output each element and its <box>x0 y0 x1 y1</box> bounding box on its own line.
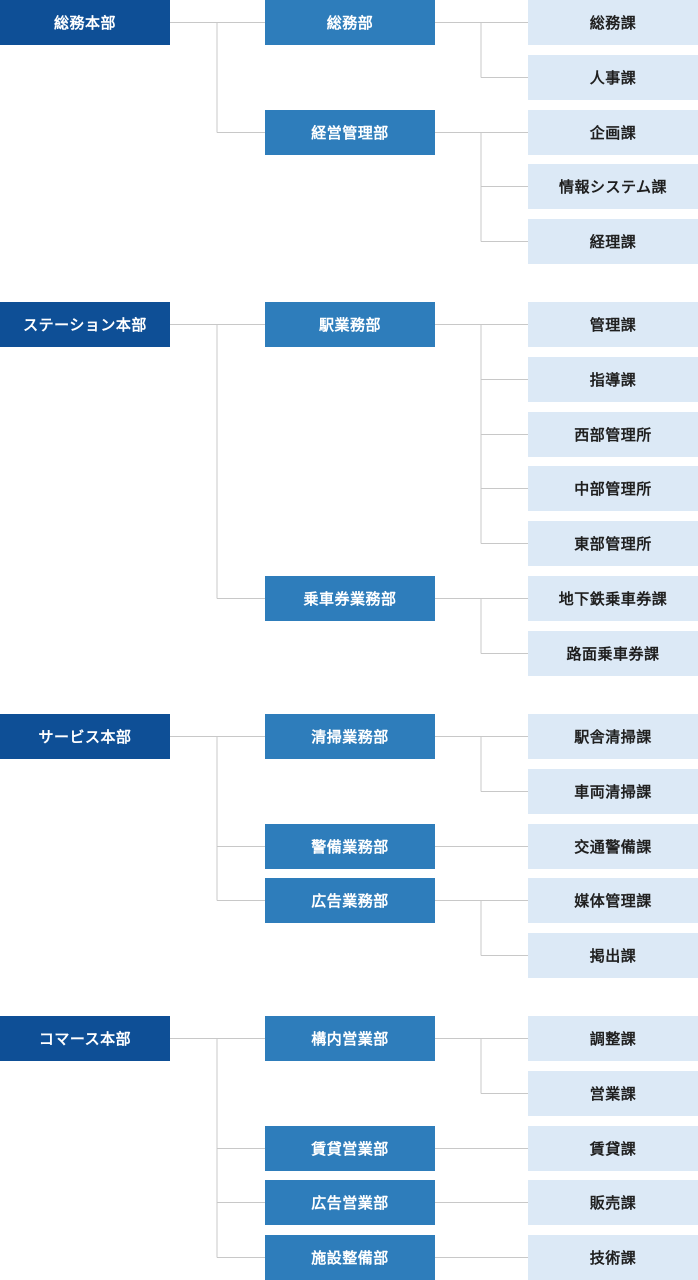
section-box: 企画課 <box>528 110 698 155</box>
section-box: 東部管理所 <box>528 521 698 566</box>
department-box: 施設整備部 <box>265 1235 435 1280</box>
section-box: 西部管理所 <box>528 412 698 457</box>
section-box: 車両清掃課 <box>528 769 698 814</box>
section-box: 交通警備課 <box>528 824 698 869</box>
section-box: 技術課 <box>528 1235 698 1280</box>
section-box: 掲出課 <box>528 933 698 978</box>
section-box: 賃貸課 <box>528 1126 698 1171</box>
section-box: 管理課 <box>528 302 698 347</box>
department-box: 広告営業部 <box>265 1180 435 1225</box>
hq-box: 総務本部 <box>0 0 170 45</box>
section-box: 販売課 <box>528 1180 698 1225</box>
section-box: 総務課 <box>528 0 698 45</box>
department-box: 広告業務部 <box>265 878 435 923</box>
department-box: 総務部 <box>265 0 435 45</box>
section-box: 駅舎清掃課 <box>528 714 698 759</box>
department-box: 乗車券業務部 <box>265 576 435 621</box>
hq-box: コマース本部 <box>0 1016 170 1061</box>
section-box: 路面乗車券課 <box>528 631 698 676</box>
section-box: 中部管理所 <box>528 466 698 511</box>
hq-box: ステーション本部 <box>0 302 170 347</box>
section-box: 媒体管理課 <box>528 878 698 923</box>
department-box: 賃貸営業部 <box>265 1126 435 1171</box>
section-box: 人事課 <box>528 55 698 100</box>
section-box: 営業課 <box>528 1071 698 1116</box>
section-box: 調整課 <box>528 1016 698 1061</box>
department-box: 清掃業務部 <box>265 714 435 759</box>
department-box: 構内営業部 <box>265 1016 435 1061</box>
section-box: 情報システム課 <box>528 164 698 209</box>
section-box: 経理課 <box>528 219 698 264</box>
section-box: 地下鉄乗車券課 <box>528 576 698 621</box>
section-box: 指導課 <box>528 357 698 402</box>
department-box: 経営管理部 <box>265 110 435 155</box>
hq-box: サービス本部 <box>0 714 170 759</box>
department-box: 駅業務部 <box>265 302 435 347</box>
department-box: 警備業務部 <box>265 824 435 869</box>
